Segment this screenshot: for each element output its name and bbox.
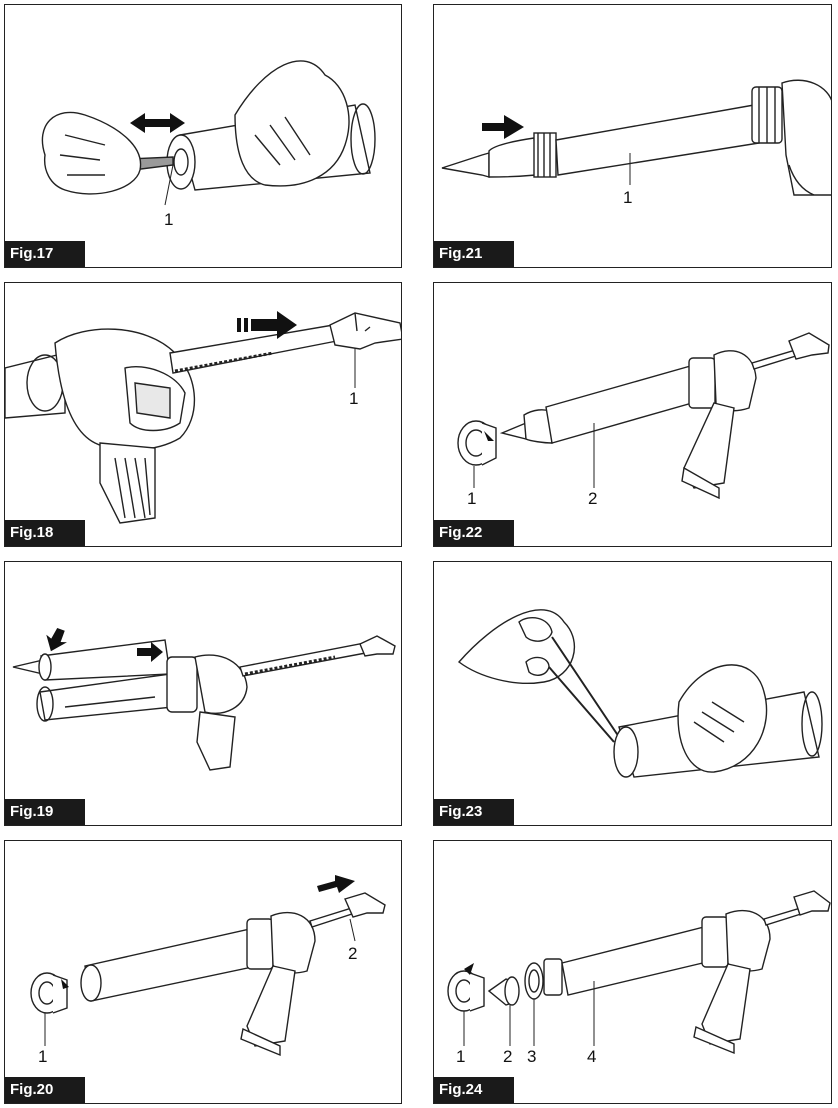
figure-18-panel: 1 Fig.18: [4, 282, 402, 547]
figure-24-panel: 1 2 3 4 Fig.24: [433, 840, 832, 1104]
figure-20-panel: 1 2 Fig.20: [4, 840, 402, 1104]
fig20-callout-1: 1: [38, 1047, 48, 1066]
figure-21-panel: 1 Fig.21: [433, 4, 832, 268]
fig24-callout-3: 3: [527, 1047, 537, 1066]
fig17-callout-1: 1: [164, 210, 174, 229]
fig18-label: Fig.18: [5, 520, 85, 546]
fig21-label: Fig.21: [434, 241, 514, 267]
fig24-callout-1: 1: [456, 1047, 466, 1066]
fig24-illustration: [447, 890, 831, 1055]
fig19-illustration: [12, 628, 396, 771]
fig17-illustration: [41, 60, 376, 206]
figure-22-panel: 1 2 Fig.22: [433, 282, 832, 547]
fig18-illustration: [5, 311, 401, 524]
fig23-label: Fig.23: [434, 799, 514, 825]
fig22-callout-1: 1: [467, 489, 477, 508]
fig22-illustration: [457, 332, 830, 500]
fig22-label: Fig.22: [434, 520, 514, 546]
figure-23-panel: Fig.23: [433, 561, 832, 826]
fig17-label: Fig.17: [5, 241, 85, 267]
fig22-callout-2: 2: [588, 489, 598, 508]
fig20-label: Fig.20: [5, 1077, 85, 1103]
fig23-illustration: [457, 609, 823, 778]
fig20-callout-2: 2: [348, 944, 358, 963]
fig24-label: Fig.24: [434, 1077, 514, 1103]
fig20-illustration: [30, 875, 386, 1057]
figure-17-panel: 1 Fig.17: [4, 4, 402, 268]
fig24-callout-4: 4: [587, 1047, 597, 1066]
fig19-label: Fig.19: [5, 799, 85, 825]
fig21-callout-1: 1: [623, 188, 633, 207]
fig18-callout-1: 1: [349, 389, 359, 408]
figure-19-panel: Fig.19: [4, 561, 402, 826]
fig24-callout-2: 2: [503, 1047, 513, 1066]
fig21-illustration: [441, 79, 831, 196]
